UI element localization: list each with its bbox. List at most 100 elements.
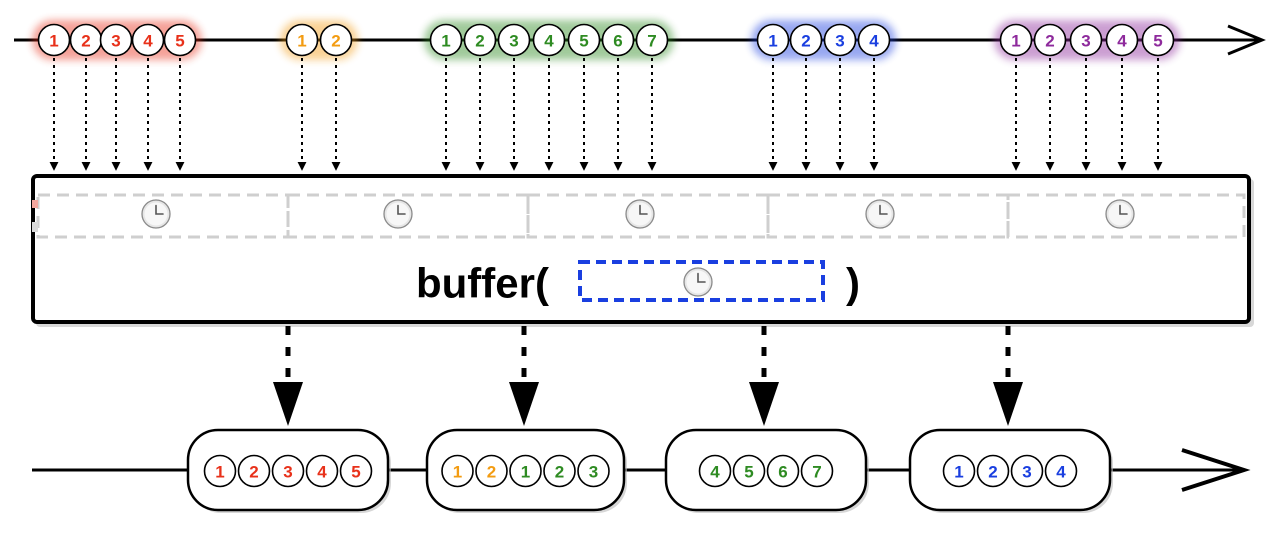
marble-circle — [271, 454, 305, 488]
clock-icon — [683, 267, 713, 297]
marble-label: 3 — [589, 463, 598, 482]
marble-circle — [497, 23, 531, 57]
marble-label: 2 — [1045, 32, 1054, 51]
marble: 3 — [1010, 454, 1044, 488]
marble: 6 — [766, 454, 800, 488]
marble-circle — [319, 23, 353, 57]
marble: 2 — [1033, 23, 1067, 57]
marble-circle — [339, 454, 373, 488]
marble-circle — [635, 23, 669, 57]
marble-circle — [237, 454, 271, 488]
marble-circle — [285, 23, 319, 57]
marble-label: 7 — [647, 32, 656, 51]
marble-label: 3 — [509, 32, 518, 51]
marble-label: 3 — [1081, 32, 1090, 51]
clock-icon — [1105, 199, 1135, 229]
marble-circle — [1141, 23, 1175, 57]
marble: 4 — [698, 454, 732, 488]
marble-label: 1 — [954, 463, 963, 482]
marble: 2 — [976, 454, 1010, 488]
marble-circle — [732, 454, 766, 488]
marble-label: 4 — [544, 32, 554, 51]
output-arrowhead — [273, 382, 303, 426]
marble: 1 — [509, 454, 542, 488]
window-edge-mark — [32, 222, 38, 232]
marble-label: 3 — [1022, 463, 1031, 482]
window-edge-mark — [32, 200, 38, 208]
operator-box: buffer( ) — [31, 174, 1254, 327]
marble-circle — [800, 454, 834, 488]
marble-label: 4 — [869, 32, 879, 51]
marble-label: 2 — [801, 32, 810, 51]
marble-circle — [698, 454, 732, 488]
marble: 3 — [271, 454, 305, 488]
marble-label: 1 — [297, 32, 306, 51]
marble-label: 2 — [331, 32, 340, 51]
marble: 3 — [99, 23, 133, 57]
marble-circle — [1069, 23, 1103, 57]
marble-circle — [601, 23, 635, 57]
marble: 2 — [475, 454, 508, 488]
marble-label: 5 — [351, 463, 360, 482]
marble-circle — [475, 454, 508, 488]
marble-circle — [567, 23, 601, 57]
time-window — [1006, 193, 1246, 239]
marble-circle — [789, 23, 823, 57]
marble: 4 — [532, 23, 566, 57]
marble: 5 — [567, 23, 601, 57]
marble: 4 — [305, 454, 339, 488]
marble-circle — [463, 23, 497, 57]
marble-circle — [942, 454, 976, 488]
marble-label: 1 — [215, 463, 224, 482]
clock-icon — [683, 267, 713, 297]
clock-icon — [383, 199, 413, 229]
marble-circle — [999, 23, 1033, 57]
marble: 4 — [1105, 23, 1139, 57]
emission-arrows — [49, 58, 1163, 171]
marble-label: 1 — [49, 32, 58, 51]
marble-label: 3 — [283, 463, 292, 482]
marble: 1 — [999, 23, 1033, 57]
time-window — [526, 193, 770, 239]
operator-label-close: ) — [846, 260, 860, 307]
marble: 2 — [543, 454, 576, 488]
output-arrowhead — [509, 382, 539, 426]
marble-circle — [543, 454, 576, 488]
marble-label: 1 — [453, 463, 462, 482]
operator-parameter-box — [578, 260, 825, 302]
marble-label: 4 — [317, 463, 327, 482]
marble-circle — [766, 454, 800, 488]
marble: 1 — [942, 454, 976, 488]
marble-circle — [976, 454, 1010, 488]
clock-icon — [141, 199, 171, 229]
marble: 6 — [601, 23, 635, 57]
time-window — [766, 193, 1010, 239]
output-arrows — [273, 326, 1023, 426]
marble: 4 — [857, 23, 891, 57]
marble-label: 1 — [521, 463, 530, 482]
output-arrowhead — [749, 382, 779, 426]
output-timeline-arrowhead — [1181, 448, 1251, 492]
marble-label: 4 — [1056, 463, 1066, 482]
marble-label: 2 — [81, 32, 90, 51]
marble: 5 — [339, 454, 373, 488]
operator-label: buffer( — [416, 260, 549, 307]
marble-circle — [1105, 23, 1139, 57]
marble-label: 2 — [988, 463, 997, 482]
marble-circle — [823, 23, 857, 57]
marble: 3 — [497, 23, 531, 57]
marble-group-glow — [751, 20, 896, 60]
clock-icon — [865, 199, 895, 229]
marble: 4 — [1044, 454, 1078, 488]
marble-circle — [532, 23, 566, 57]
marble: 2 — [463, 23, 497, 57]
marble-circle — [756, 23, 790, 57]
marble: 2 — [237, 454, 271, 488]
marble: 1 — [756, 23, 790, 57]
marble-circle — [1033, 23, 1067, 57]
marble: 5 — [163, 23, 197, 57]
marble: 1 — [285, 23, 319, 57]
